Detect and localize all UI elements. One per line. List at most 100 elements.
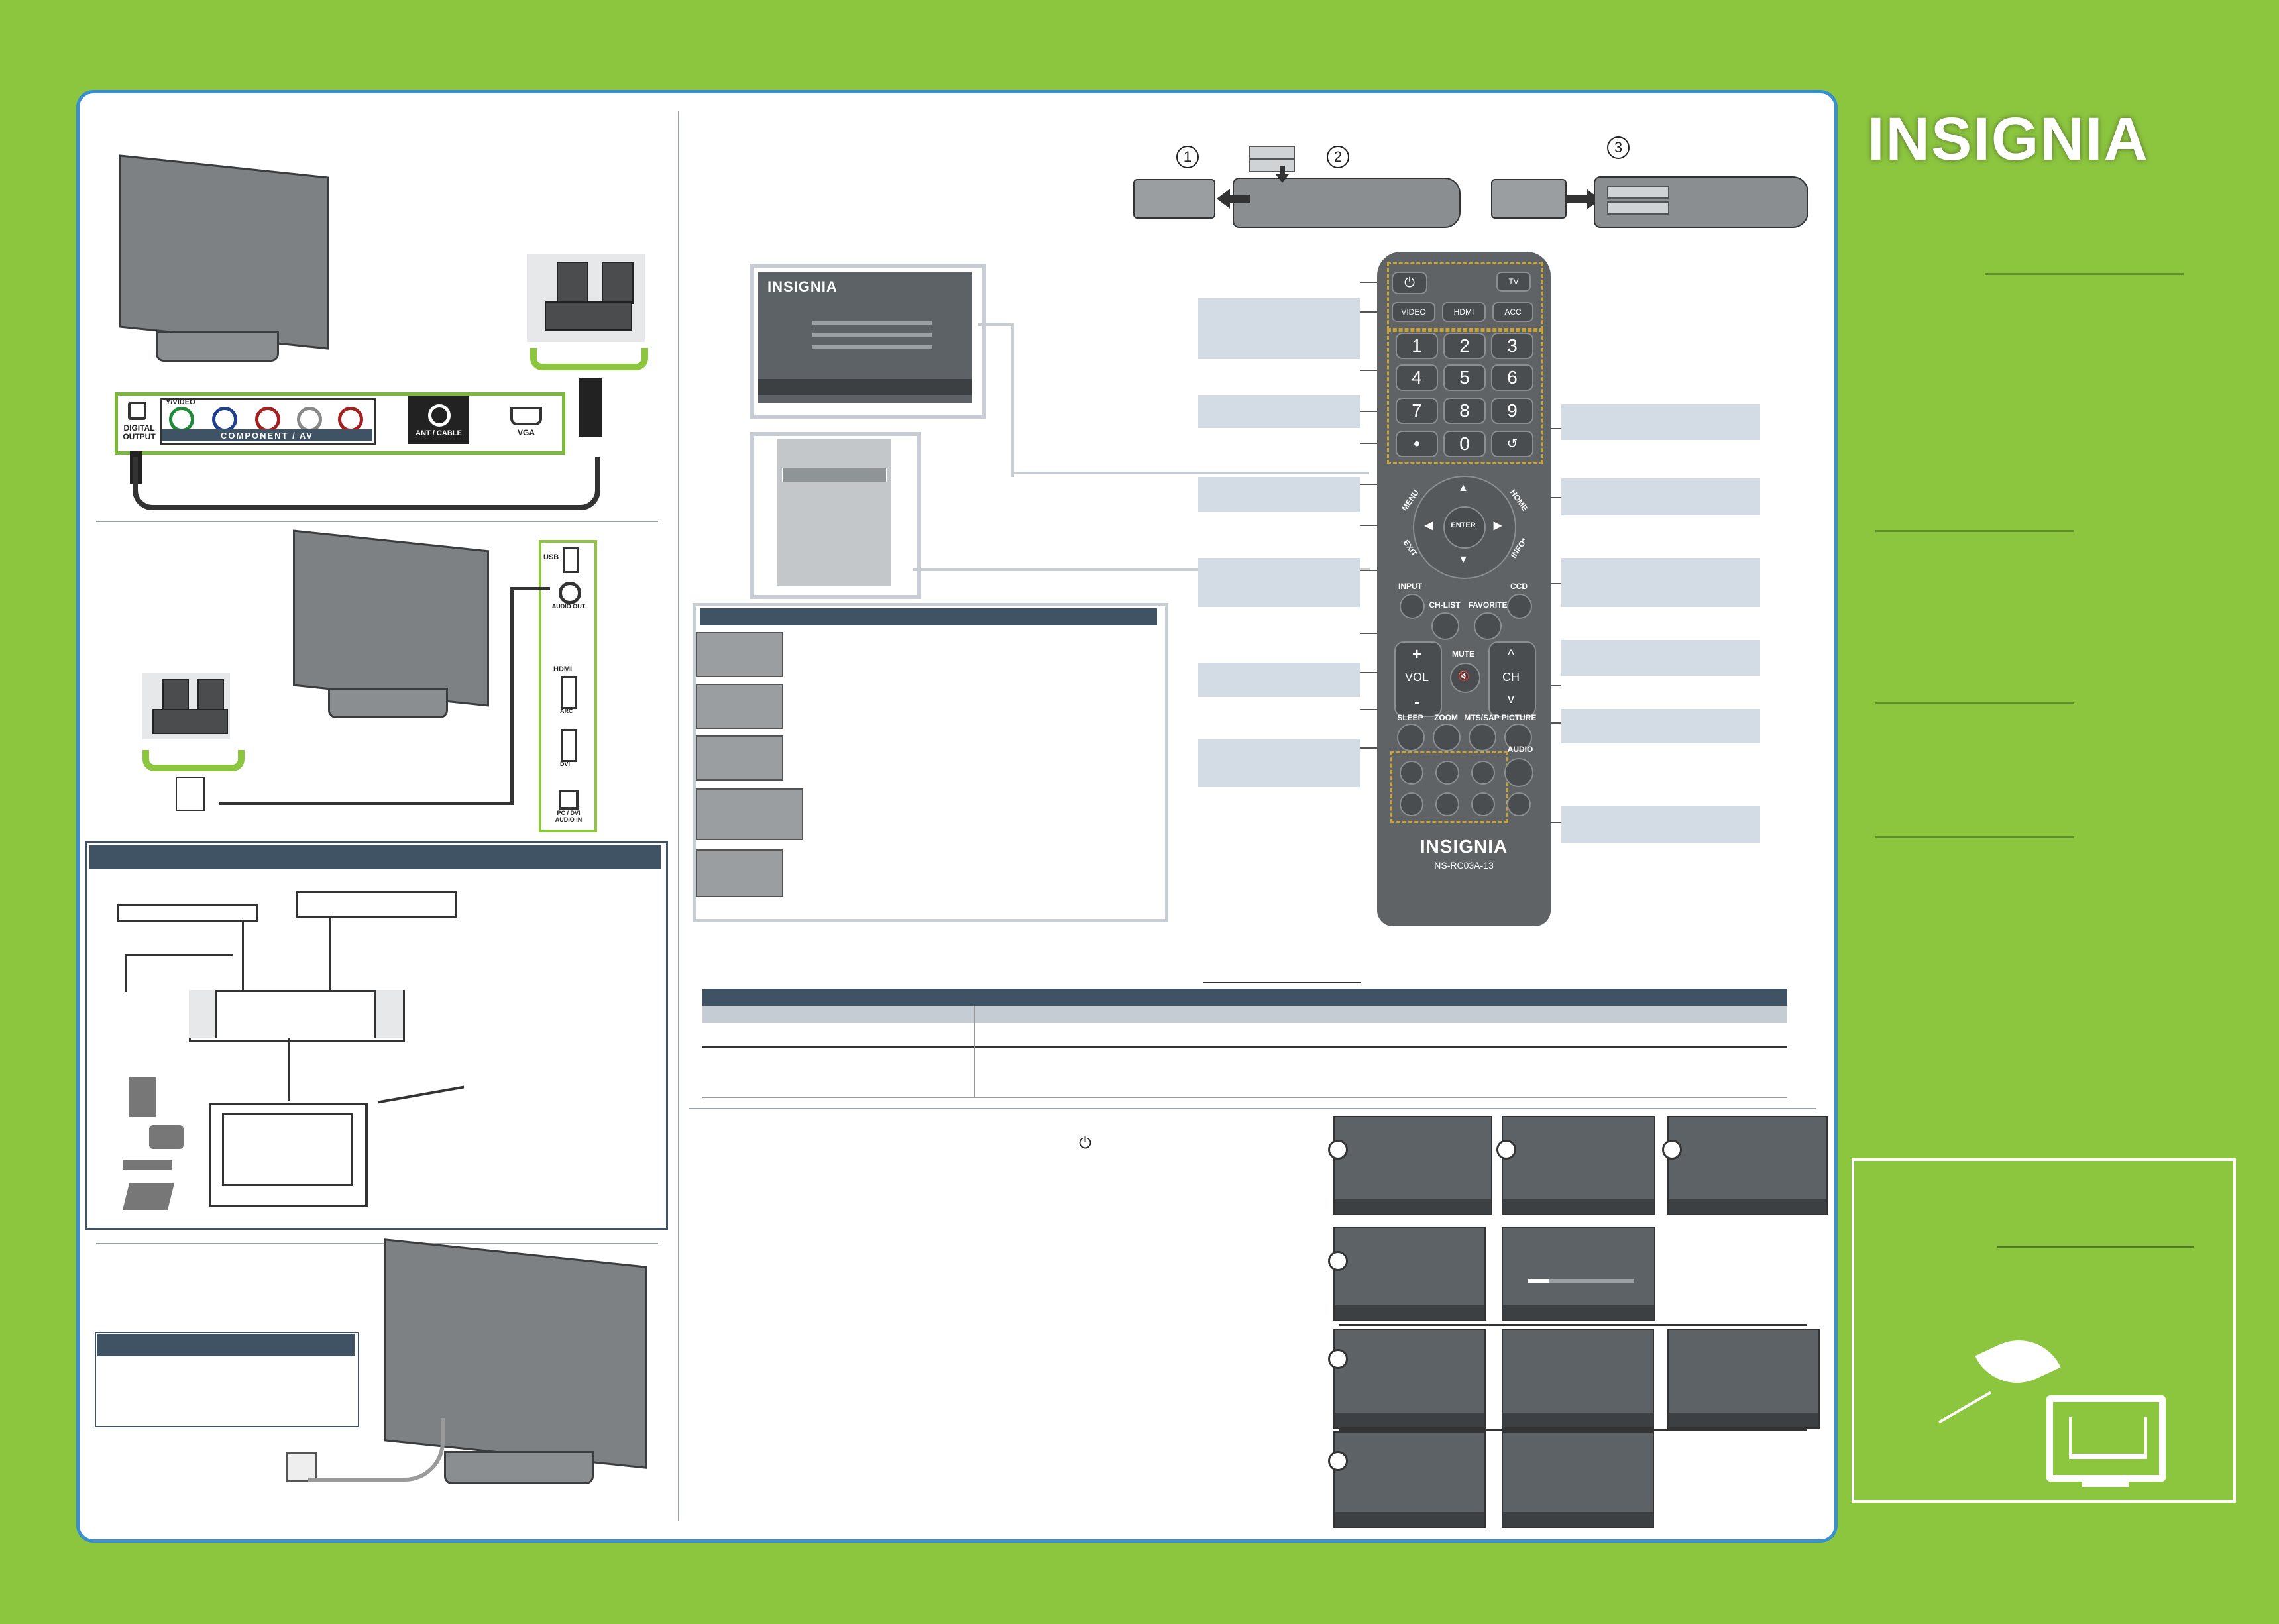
picture-mode-thumbnail [696, 632, 783, 677]
digital-output-label: DIGITAL OUTPUT [123, 423, 156, 441]
online-manual-rule [1997, 1246, 2194, 1248]
hdmi-button[interactable]: HDMI [1442, 302, 1486, 322]
navigation-ring [1413, 476, 1516, 579]
setup-screen [1333, 1329, 1486, 1429]
speaker-left [557, 262, 588, 304]
ch-up: ^ [1507, 647, 1515, 663]
ch-list-button[interactable] [1431, 612, 1459, 640]
pc-dvi-audio-in-label: PC / DVI AUDIO IN [555, 810, 583, 823]
skip-forward-button[interactable] [1507, 792, 1531, 816]
table-col-rule [974, 1006, 975, 1097]
up-arrow-icon[interactable]: ▲ [1458, 482, 1469, 494]
step-2-marker: 2 [1327, 146, 1349, 168]
digit-9-button[interactable]: 9 [1491, 398, 1533, 424]
step-circle [1328, 1140, 1348, 1160]
picture-mode-thumbnail [696, 849, 783, 897]
section-underline [1203, 982, 1361, 983]
input-label: INPUT [1398, 582, 1422, 591]
setup-screen [1333, 1116, 1492, 1215]
tv-stand-illustration [328, 688, 448, 718]
speaker-right [602, 262, 634, 304]
optical-cable [133, 457, 600, 510]
zoom-button[interactable] [1433, 724, 1461, 751]
rewind-button[interactable] [1400, 792, 1423, 816]
progress-bar [1528, 1279, 1634, 1283]
acc-button[interactable]: ACC [1492, 302, 1533, 322]
play-button[interactable] [1400, 761, 1423, 785]
menu-preview-logo: INSIGNIA [767, 278, 838, 295]
mts-sap-label: MTS/SAP [1464, 713, 1500, 722]
television-screen [222, 1113, 353, 1186]
receiver-speaker-left [189, 990, 217, 1038]
mts-sap-button[interactable] [1469, 724, 1496, 751]
section-divider [96, 521, 658, 522]
video-button[interactable]: VIDEO [1392, 302, 1435, 322]
tv-stand-illustration [156, 331, 279, 362]
connect-line [125, 954, 233, 992]
component-av-bar [162, 429, 372, 441]
previous-channel-button[interactable]: ↺ [1491, 431, 1533, 457]
ccd-button[interactable] [1507, 594, 1532, 619]
hdmi-port-arc [561, 676, 577, 709]
step-circle [1328, 1349, 1348, 1369]
digit-7-button[interactable]: 7 [1396, 398, 1438, 424]
stop-button[interactable] [1471, 761, 1495, 785]
mute-label: MUTE [1452, 649, 1474, 659]
receiver-speaker-right [374, 990, 403, 1038]
leader-line [1544, 428, 1561, 429]
channel-rocker[interactable] [1488, 641, 1536, 717]
connection-diagram-header [89, 845, 661, 869]
menu-preview-row [812, 345, 932, 349]
digit-5-button[interactable]: 5 [1443, 364, 1486, 391]
setup-screen [1502, 1431, 1654, 1528]
vga-port [510, 407, 542, 425]
digit-4-button[interactable]: 4 [1396, 364, 1438, 391]
receiver [545, 301, 632, 331]
skip-back-button[interactable] [1471, 792, 1495, 816]
digit-1-button[interactable]: 1 [1396, 333, 1438, 359]
digit-2-button[interactable]: 2 [1443, 333, 1486, 359]
tv-button[interactable]: TV [1496, 272, 1531, 292]
vol-minus: - [1414, 693, 1419, 711]
favorite-button[interactable] [1474, 612, 1502, 640]
enter-button[interactable] [1443, 506, 1486, 549]
table-rule [702, 1097, 1787, 1098]
audio-button[interactable] [1504, 758, 1533, 787]
table-rule [702, 1046, 1787, 1048]
usb-port [563, 547, 579, 573]
power-button[interactable]: ⏻ [1392, 272, 1427, 294]
right-arrow-icon[interactable]: ▶ [1493, 520, 1502, 531]
input-button[interactable] [1400, 594, 1425, 619]
enter-label: ENTER [1451, 521, 1476, 529]
component-av-group [160, 398, 376, 445]
picture-button[interactable] [1504, 724, 1532, 751]
down-arrow-icon[interactable]: ▼ [1458, 554, 1469, 565]
left-arrow-icon[interactable]: ◀ [1424, 520, 1433, 531]
connect-line [242, 920, 244, 990]
input-list-screen [777, 439, 891, 586]
digit-8-button[interactable]: 8 [1443, 398, 1486, 424]
menu-preview-row [812, 333, 932, 337]
av-receiver [189, 990, 405, 1042]
dot-button[interactable]: • [1396, 431, 1438, 457]
callout-menu [1198, 477, 1360, 512]
callout-numbers [1198, 395, 1360, 428]
digit-0-button[interactable]: 0 [1443, 431, 1486, 457]
hdmi-port-dvi [561, 729, 577, 762]
pause-button[interactable] [1435, 761, 1459, 785]
volume-rocker[interactable] [1394, 641, 1442, 717]
mute-button[interactable] [1450, 663, 1480, 693]
step-circle [1662, 1140, 1682, 1160]
pc-audio-jack [559, 790, 579, 810]
setup-screen [1502, 1227, 1655, 1321]
input-list-selected [782, 468, 887, 482]
fast-forward-button[interactable] [1435, 792, 1459, 816]
digit-6-button[interactable]: 6 [1491, 364, 1533, 391]
connect-line [288, 1038, 290, 1101]
callout-channel [1561, 640, 1760, 676]
device-bracket [142, 750, 245, 771]
online-manual-box [1852, 1158, 2236, 1503]
digit-3-button[interactable]: 3 [1491, 333, 1533, 359]
sleep-button[interactable] [1397, 724, 1425, 751]
leader-line [1360, 370, 1386, 371]
